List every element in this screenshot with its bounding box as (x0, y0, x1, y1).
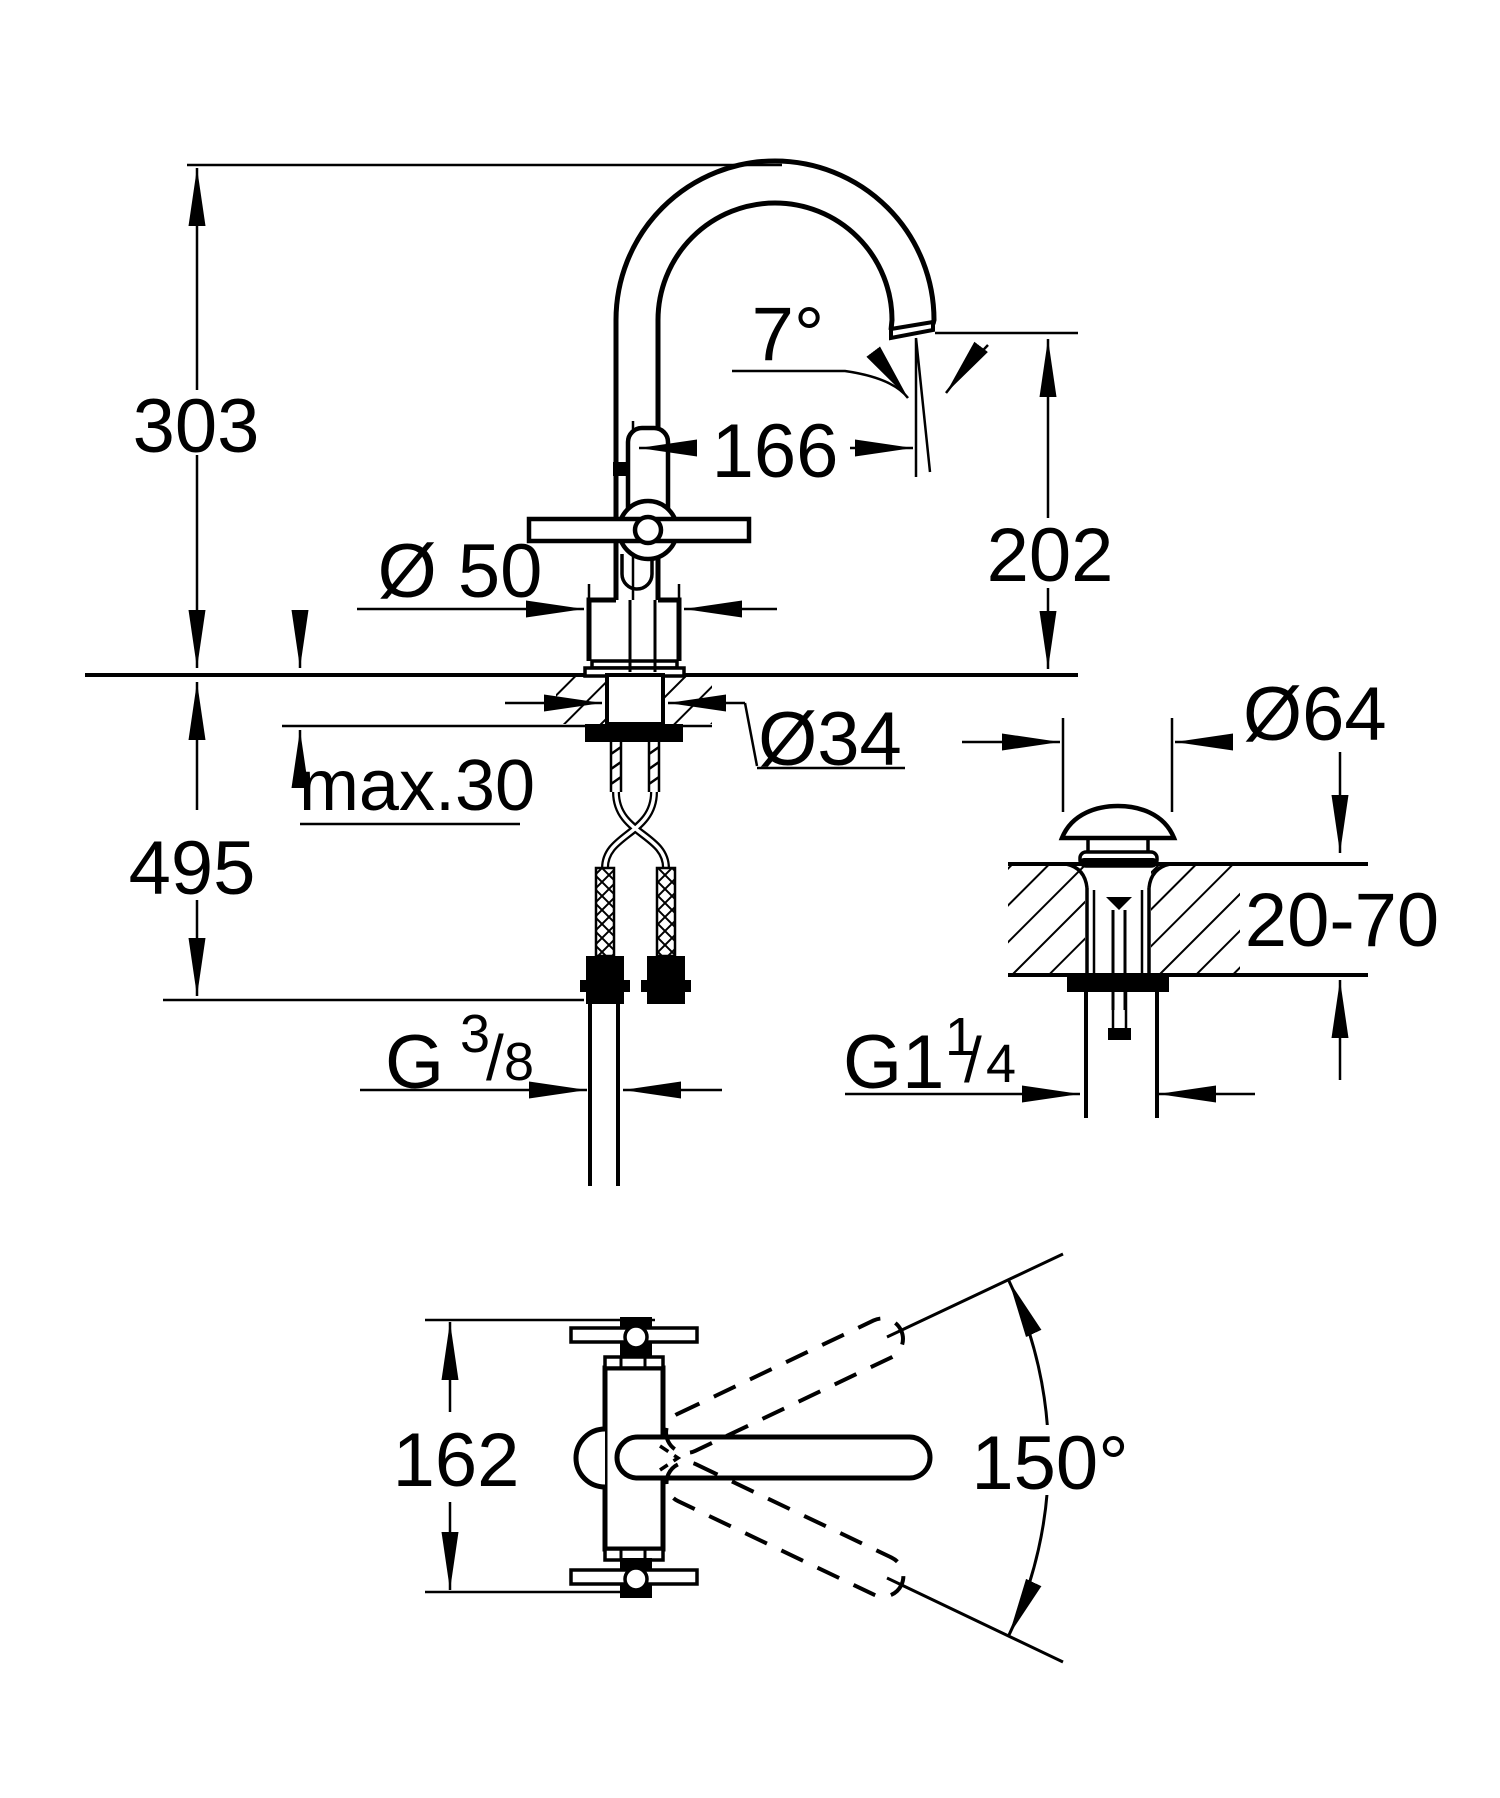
label-166: 166 (712, 409, 839, 494)
waste-inner-walls (1092, 890, 1144, 975)
label-dia64: Ø64 (1243, 672, 1387, 757)
locknut (585, 724, 683, 742)
body-flange-top (603, 1355, 665, 1370)
deck-hatch-right (665, 677, 712, 724)
label-waste-thread-g114: G1 1 / 4 (843, 1007, 1016, 1105)
g38-denominator: 8 (504, 1032, 534, 1092)
top-view: 162 150° (393, 1252, 1140, 1664)
g114-slash: / (964, 1024, 982, 1096)
label-303: 303 (133, 384, 260, 469)
internal-u-tube (620, 554, 654, 591)
hose-curves-inner (603, 791, 668, 869)
swivel-radial-lines (886, 1252, 1064, 1664)
label-162: 162 (393, 1418, 520, 1503)
basin-hatch-left (1008, 866, 1085, 973)
label-max30: max.30 (299, 746, 535, 826)
waste-flange (1067, 977, 1169, 992)
g114-numerator: 1 (945, 1007, 975, 1067)
label-supply-thread-g38: G 3 / 8 (385, 1004, 534, 1105)
top-extension-lines (425, 1318, 655, 1594)
drain-section-view: Ø64 20-70 G1 1 / 4 (843, 672, 1439, 1118)
waste-tailpipe (1084, 992, 1159, 1118)
aerator-face (889, 319, 935, 341)
plug-neck (1086, 838, 1150, 852)
flange-ticks (619, 1357, 647, 1560)
label-2070: 20-70 (1245, 878, 1439, 963)
g38-numerator: 3 (460, 1004, 490, 1064)
top-handle-screw (623, 1324, 649, 1350)
stem-pin-tip (1108, 1028, 1131, 1040)
braided-hose-right (655, 866, 677, 958)
spout-hidden-chevron (659, 1444, 682, 1472)
g38-base: G (385, 1020, 444, 1105)
label-150deg: 150° (971, 1421, 1128, 1506)
handle-hub-center (632, 514, 664, 546)
swivel-label-backing (965, 1425, 1140, 1495)
label-202: 202 (987, 513, 1114, 598)
drain-extension-lines (1061, 718, 1174, 812)
g114-base: G1 (843, 1020, 944, 1105)
angle-7deg-leader (732, 346, 909, 399)
body-side-bulge (573, 1426, 606, 1490)
bottom-handle-screw (623, 1566, 649, 1592)
plug-stem (1111, 910, 1127, 1010)
plug-dome (1058, 803, 1178, 841)
label-dia34: Ø34 (758, 697, 902, 782)
hose-connectors (580, 956, 691, 1004)
spout-solid (614, 1434, 933, 1481)
g38-slash: / (486, 1022, 504, 1094)
label-495: 495 (129, 826, 256, 911)
label-dia50: Ø 50 (378, 529, 543, 614)
internal-supply-lines (628, 600, 657, 672)
mounting-shank (605, 673, 665, 726)
plug-seat (1106, 897, 1132, 910)
plug-seal-band (1080, 858, 1157, 867)
deck-hatch-left (556, 677, 605, 724)
g114-denominator: 4 (986, 1034, 1016, 1094)
handle-index-mark (613, 462, 630, 476)
stem-pin (1111, 992, 1128, 1028)
braided-hose-left (594, 866, 616, 958)
threaded-studs (609, 742, 661, 792)
label-7deg: 7° (752, 292, 825, 377)
faucet-body-outline (586, 158, 937, 661)
basin-hatch-right (1151, 866, 1240, 973)
waste-body-walls (1065, 862, 1171, 975)
side-view: 303 495 max.30 Ø 50 Ø34 7° 166 202 G 3 /… (85, 158, 1114, 1186)
connection-pipe (588, 1003, 620, 1186)
angle-7deg-hook (945, 341, 989, 394)
